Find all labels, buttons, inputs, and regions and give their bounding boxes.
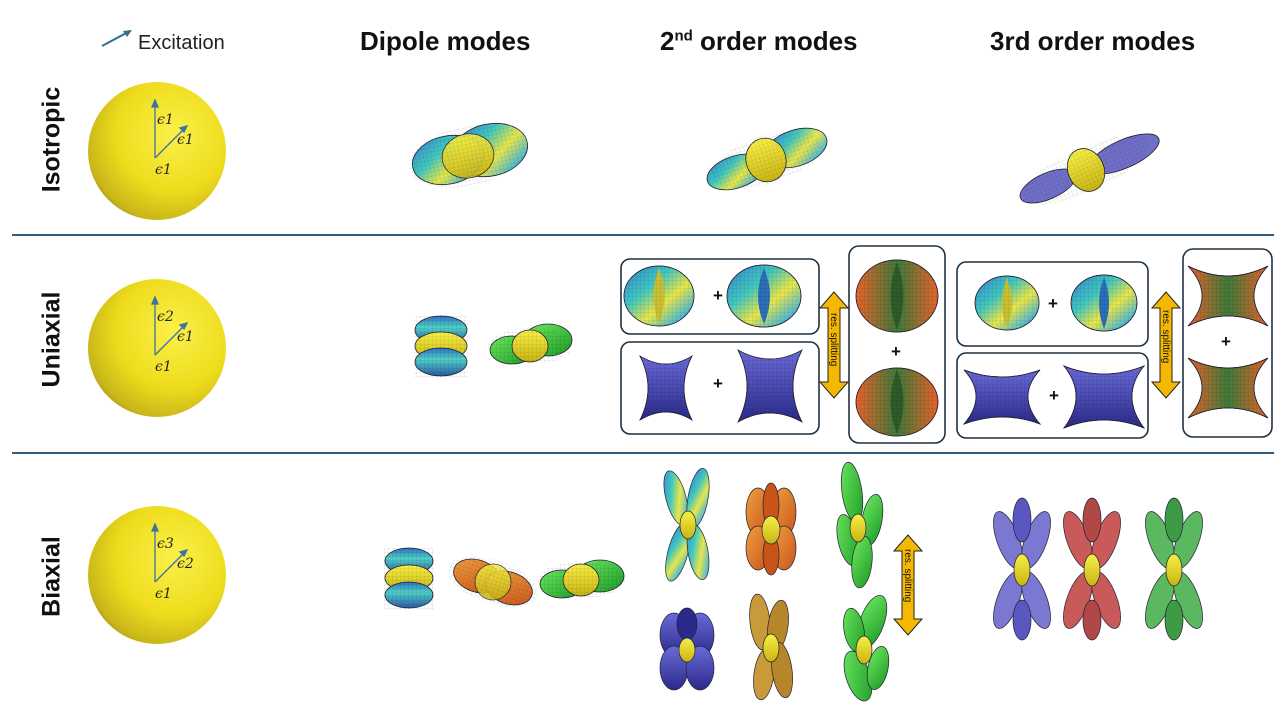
biaxial-third-order-mode-green (1145, 497, 1203, 641)
biaxial-dipole-mode-vertical (384, 547, 434, 610)
hourglass-mode-blue (1062, 365, 1146, 429)
mode-box (956, 261, 1149, 347)
excitation-label: Excitation (138, 32, 225, 54)
mode-box (620, 258, 820, 335)
mode-box (1182, 248, 1273, 438)
svg-text:res. splitting: res. splitting (902, 549, 913, 602)
svg-text:res. splitting: res. splitting (1160, 310, 1171, 363)
torus-mode-jet (623, 265, 695, 327)
sphere-eps-label: ϵ2 (177, 556, 194, 572)
hourglass-mode-blue (737, 349, 803, 423)
uniaxial-dipole-mode-horizontal (488, 323, 573, 365)
biaxial-dipole-mode-green (537, 559, 625, 599)
torus-mode-jet (726, 264, 802, 328)
third-order-modes-header: 3rd order modes (990, 26, 1196, 56)
torus-mode-jet (1070, 274, 1138, 332)
hourglass-mode-orange-green (1187, 357, 1269, 419)
mode-box (848, 245, 946, 444)
axes-icon (151, 295, 189, 356)
axes-icon (151, 522, 189, 583)
axes-icon (151, 98, 189, 159)
res-splitting-arrow: res. splitting (818, 291, 850, 399)
dipole-modes-header: Dipole modes (360, 26, 531, 56)
torus-mode-orange-green (855, 259, 939, 333)
excitation-arrow-icon (101, 30, 132, 47)
biaxial-sphere (88, 506, 226, 644)
row-separator (12, 234, 1274, 236)
uniaxial-sphere (88, 279, 226, 417)
row-separator (12, 452, 1274, 454)
hourglass-mode-blue (962, 369, 1042, 425)
sphere-eps-label: ϵ3 (157, 536, 174, 552)
mode-box (620, 341, 820, 435)
plus-sign: + (1049, 386, 1059, 405)
sphere-eps-label: ϵ2 (157, 309, 174, 325)
biaxial-third-order-mode-red (1063, 497, 1121, 641)
biaxial-second-order-mode-green (843, 595, 890, 702)
plus-sign: + (1221, 332, 1231, 351)
biaxial-second-order-mode-blue (659, 607, 715, 691)
plus-sign: + (891, 342, 901, 361)
isotropic-third-order-mode (1019, 133, 1160, 205)
sphere-eps-label: ϵ1 (155, 162, 172, 178)
sphere-eps-label: ϵ1 (177, 132, 194, 148)
plus-sign: + (713, 374, 723, 393)
uniaxial-dipole-mode-vertical (414, 315, 468, 378)
torus-mode-orange-green (855, 367, 939, 437)
biaxial-second-order-mode-orange (745, 482, 797, 576)
plus-sign: + (1048, 294, 1058, 313)
sphere-eps-label: ϵ1 (155, 359, 172, 375)
biaxial-second-order-mode-green (836, 461, 884, 589)
biaxial-second-order-mode-tan (749, 593, 793, 701)
isotropic-second-order-mode (706, 127, 828, 191)
sphere-eps-label: ϵ1 (155, 586, 172, 602)
sphere-eps-label: ϵ1 (177, 329, 194, 345)
svg-text:res. splitting: res. splitting (828, 313, 839, 366)
biaxial-second-order-mode-jet (663, 468, 710, 582)
hourglass-mode-blue (639, 355, 693, 421)
torus-mode-jet (974, 275, 1040, 331)
biaxial-third-order-mode-blue (993, 497, 1051, 641)
mode-box (956, 352, 1149, 439)
hourglass-mode-orange-green (1187, 265, 1269, 327)
plus-sign: + (713, 286, 723, 305)
res-splitting-arrow: res. splitting (1150, 291, 1182, 399)
sphere-eps-label: ϵ1 (157, 112, 174, 128)
second-order-modes-header: 2nd order modes (660, 26, 858, 56)
isotropic-dipole-mode (408, 122, 528, 188)
isotropic-sphere (88, 82, 226, 220)
biaxial-dipole-mode-orange (448, 556, 538, 608)
res-splitting-arrow: res. splitting (892, 534, 924, 636)
